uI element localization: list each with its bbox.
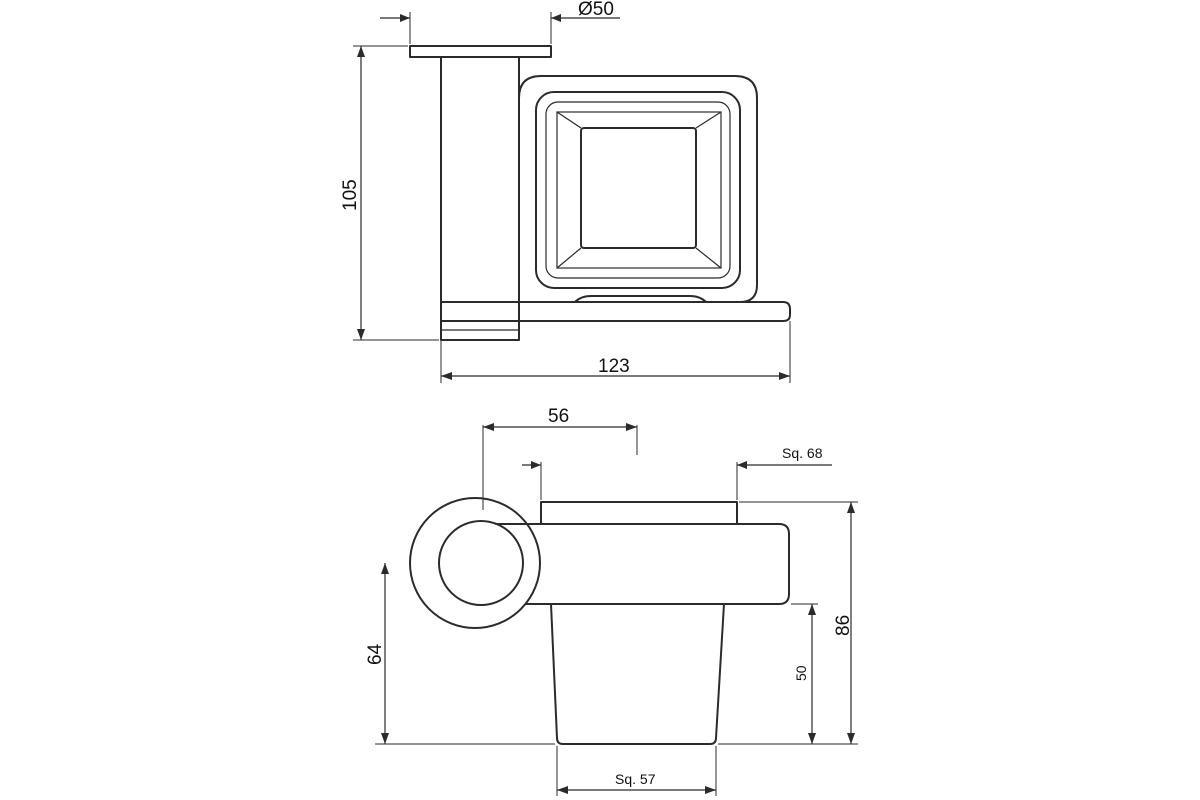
holder-frame <box>518 75 758 303</box>
bevel-corner-tr <box>695 111 722 129</box>
glass-bevel-inner <box>580 127 697 249</box>
glass-outer <box>535 91 741 289</box>
front-view: Ø50 105 123 <box>340 0 791 383</box>
dim-total-arrow-top <box>847 502 855 513</box>
dim-total-arrow-bottom <box>847 733 855 744</box>
bevel-corner-tl <box>556 111 582 129</box>
dim-lower-arrow-top <box>381 563 389 574</box>
dim-offset-arrow-right <box>626 423 637 431</box>
glass-rim <box>545 101 731 279</box>
glass-bevel-outer <box>556 111 722 269</box>
dim-cup-label: 50 <box>793 665 809 681</box>
dim-diameter-arrow-right <box>551 14 561 22</box>
dim-sqtop-arrow-left <box>531 461 541 469</box>
dim-height-arrow-top <box>357 46 365 57</box>
dim-diameter-arrow-left <box>400 14 410 22</box>
flange-ring-outer <box>409 497 541 629</box>
base-bar <box>440 301 791 322</box>
bevel-corner-bl <box>556 247 582 269</box>
dim-sqbottom-arrow-right <box>705 786 716 794</box>
flange-ring-inner <box>438 520 524 606</box>
glass-top <box>540 501 738 525</box>
dim-total-label: 86 <box>833 615 854 636</box>
dim-offset-label: 56 <box>548 406 569 427</box>
dim-offset-arrow-left <box>483 423 494 431</box>
dim-lower-label: 64 <box>365 643 386 665</box>
dim-lower-arrow-bottom <box>381 733 389 744</box>
dim-cup-arrow-bottom <box>808 733 816 744</box>
dim-height-label: 105 <box>340 179 361 211</box>
dim-width-arrow-left <box>441 372 452 380</box>
dim-width-arrow-right <box>779 372 790 380</box>
dim-sqtop-label: Sq. 68 <box>782 445 823 461</box>
dim-cup-arrow-top <box>808 604 816 615</box>
bevel-corner-br <box>695 247 722 269</box>
post <box>440 56 520 341</box>
dim-diameter-label: Ø50 <box>578 0 614 20</box>
dim-height-arrow-bottom <box>357 329 365 340</box>
wall-flange <box>409 45 552 58</box>
cup-body <box>550 603 725 745</box>
holder-arm <box>495 523 790 605</box>
dim-sqbottom-arrow-left <box>557 786 568 794</box>
dim-sqbottom-label: Sq. 57 <box>615 771 656 787</box>
dim-width-label: 123 <box>598 356 630 377</box>
side-view: 56 Sq. 68 86 50 64 Sq. 57 <box>365 406 858 796</box>
dim-sqtop-arrow-right <box>737 461 747 469</box>
